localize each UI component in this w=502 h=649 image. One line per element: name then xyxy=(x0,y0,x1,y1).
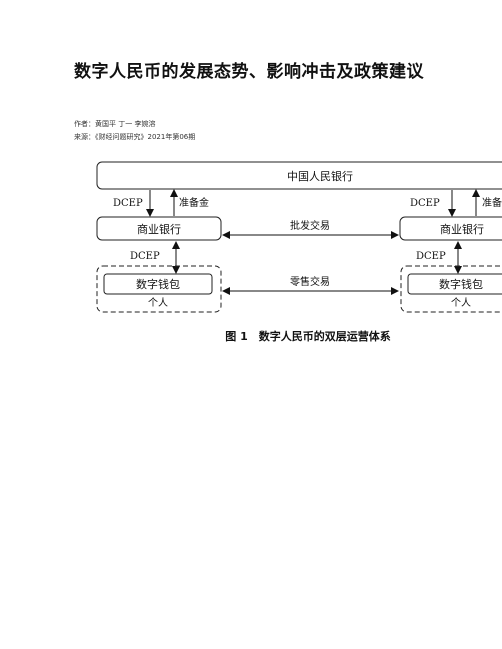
commercial-bank-box-left xyxy=(96,216,222,241)
article-authors: 作者：黄国平 丁一 李婉溶 xyxy=(74,120,156,128)
wallet-box-left xyxy=(103,273,213,295)
article-source: 来源：《财经问题研究》2021年第06期 xyxy=(74,133,196,141)
dcep-label-mid-right: DCEP xyxy=(416,251,446,262)
wholesale-label: 批发交易 xyxy=(290,219,330,232)
retail-label: 零售交易 xyxy=(290,275,330,288)
dcep-label-top-right: DCEP xyxy=(410,198,440,209)
reserve-label-right: 准备 xyxy=(482,196,502,209)
individual-group-left xyxy=(96,265,222,313)
reserve-label-left: 准备金 xyxy=(179,196,209,209)
individual-group-right xyxy=(400,265,502,313)
commercial-bank-label-right: 商业银行 xyxy=(440,222,484,236)
wallet-label-left: 数字钱包 xyxy=(136,277,180,291)
wallet-box-right xyxy=(407,273,502,295)
figure-caption: 图 1 数字人民币的双层运营体系 xyxy=(225,329,390,343)
individual-label-right: 个人 xyxy=(451,297,471,309)
commercial-bank-box-right xyxy=(399,216,502,241)
dcep-label-mid-left: DCEP xyxy=(130,251,160,262)
central-bank-box xyxy=(96,161,502,190)
individual-label-left: 个人 xyxy=(148,297,168,309)
central-bank-label: 中国人民银行 xyxy=(287,169,353,183)
commercial-bank-label-left: 商业银行 xyxy=(137,222,181,236)
wallet-label-right: 数字钱包 xyxy=(439,277,483,291)
article-title: 数字人民币的发展态势、影响冲击及政策建议 xyxy=(74,62,424,82)
dcep-label-top-left: DCEP xyxy=(113,198,143,209)
